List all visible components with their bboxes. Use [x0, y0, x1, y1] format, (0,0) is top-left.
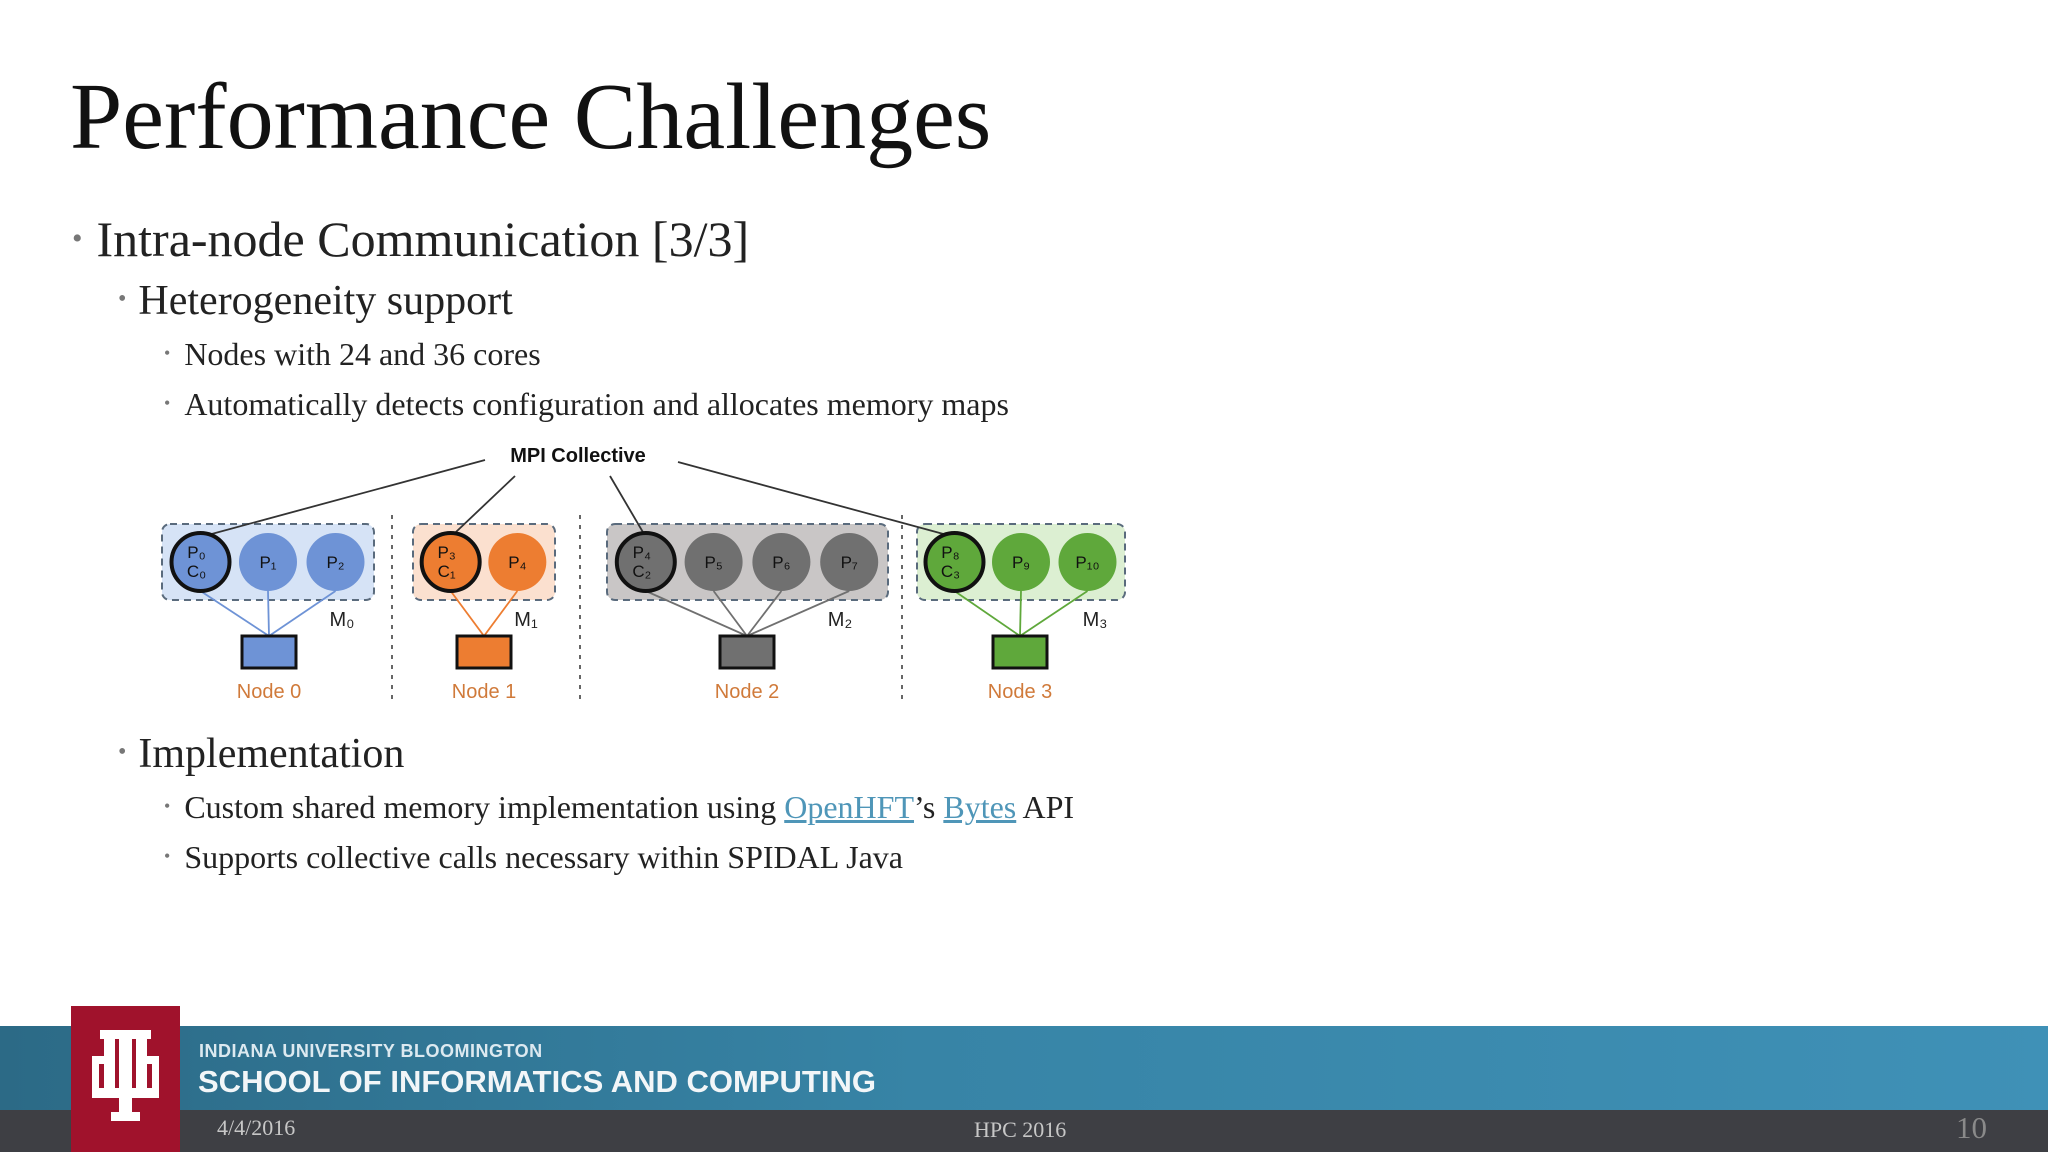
process-label: P₁₀ — [1075, 553, 1099, 572]
bullet-dot: • — [118, 739, 127, 765]
process-node-link — [1019, 590, 1022, 637]
node-box — [240, 634, 298, 670]
process-node-link — [449, 590, 485, 637]
bullet-dot: • — [118, 286, 127, 312]
process-node-link — [746, 590, 850, 637]
process-label: P₂ — [327, 553, 345, 572]
bullet-text-suffix: API — [1016, 789, 1075, 825]
memory-label: M₃ — [1083, 609, 1108, 631]
process-circle — [239, 533, 297, 591]
footer-conference: HPC 2016 — [974, 1117, 1067, 1142]
process-circle — [488, 533, 547, 591]
process-node-link — [1019, 590, 1088, 637]
memory-label: M₂ — [828, 609, 852, 631]
collective-line — [677, 461, 955, 538]
openhft-link[interactable]: OpenHFT — [784, 789, 914, 825]
core-label: C₃ — [941, 562, 960, 581]
bullet-text: Intra-node Communication [3/3] — [96, 211, 750, 267]
bullet-dot: • — [164, 343, 171, 363]
collective-line — [450, 475, 516, 538]
process-label: P₆ — [772, 553, 790, 572]
bullet-text: Heterogeneity support — [138, 278, 513, 324]
process-node-link — [746, 590, 783, 637]
collective-line — [200, 459, 486, 538]
node-box — [718, 634, 776, 670]
process-circle — [306, 533, 365, 591]
process-node-link — [200, 590, 270, 637]
bullet-text: Automatically detects configuration and … — [184, 386, 1009, 422]
process-label: P₈ — [941, 543, 959, 562]
process-node-link — [268, 590, 337, 637]
iu-logo — [71, 1006, 180, 1152]
node-label: Node 3 — [988, 681, 1053, 703]
bullet-nodes-cores: • Nodes with 24 and 36 cores — [164, 336, 541, 373]
process-circle — [752, 533, 811, 591]
process-node-link — [483, 590, 519, 637]
footer-bar — [0, 1110, 2048, 1152]
bullet-dot: • — [164, 796, 171, 816]
bullet-collective-calls: • Supports collective calls necessary wit… — [164, 839, 903, 876]
bullet-text: Supports collective calls necessary with… — [184, 839, 903, 875]
process-circle — [684, 533, 743, 591]
footer-banner — [0, 1026, 2048, 1110]
university-name: INDIANA UNIVERSITY BLOOMINGTON — [199, 1041, 543, 1061]
school-name: SCHOOL OF INFORMATICS AND COMPUTING — [198, 1064, 876, 1099]
process-circle — [923, 531, 986, 593]
process-circle — [992, 533, 1050, 591]
process-circle — [169, 531, 232, 593]
bullet-auto-detect: • Automatically detects configuration and… — [164, 386, 1009, 423]
process-node-link — [953, 590, 1021, 637]
slide-title: Performance Challenges — [70, 65, 992, 169]
process-node-link — [712, 590, 748, 637]
process-label: P₅ — [705, 553, 723, 572]
node-box — [455, 634, 513, 670]
node-label: Node 2 — [715, 681, 780, 703]
process-node-link — [267, 590, 270, 637]
iu-trident-icon — [92, 1030, 159, 1121]
bullet-dot: • — [164, 393, 171, 413]
memory-label: M₀ — [330, 609, 355, 631]
bullet-custom-shared-memory: • Custom shared memory implementation usi… — [164, 789, 1074, 826]
process-circle — [614, 531, 677, 593]
page-number: 10 — [1956, 1110, 1987, 1145]
footer-date: 4/4/2016 — [217, 1115, 296, 1140]
bullet-dot: • — [72, 222, 83, 255]
bullet-implementation: • Implementation — [118, 730, 404, 778]
bullet-text: Implementation — [138, 731, 405, 777]
process-circle — [1058, 533, 1117, 591]
node-label: Node 1 — [452, 681, 517, 703]
process-node-link — [645, 590, 748, 637]
bullet-text-prefix: Custom shared memory implementation usin… — [184, 789, 785, 825]
node-label: Node 0 — [237, 681, 302, 703]
process-circle — [820, 533, 879, 591]
bytes-link[interactable]: Bytes — [943, 789, 1017, 825]
core-label: C₀ — [187, 562, 206, 581]
bullet-dot: • — [164, 846, 171, 866]
bullet-intra-node: • Intra-node Communication [3/3] — [72, 210, 749, 268]
core-label: C₁ — [438, 562, 456, 581]
mpi-collective-label: MPI Collective — [510, 445, 646, 467]
memory-region — [606, 523, 889, 601]
process-label: P₇ — [841, 553, 858, 572]
bullet-heterogeneity: • Heterogeneity support — [118, 277, 513, 325]
memory-label: M₁ — [514, 609, 538, 631]
process-label: P₀ — [187, 543, 205, 562]
core-label: C₂ — [632, 562, 651, 581]
process-label: P₄ — [508, 553, 526, 572]
node-box — [991, 634, 1049, 670]
process-circle — [419, 531, 482, 593]
process-label: P₄ — [633, 543, 651, 562]
bullet-text-mid: ’s — [914, 789, 944, 825]
collective-line — [609, 475, 647, 538]
process-label: P₁ — [259, 553, 276, 572]
process-label: P₃ — [438, 543, 456, 562]
process-label: P₉ — [1012, 553, 1030, 572]
bullet-text: Nodes with 24 and 36 cores — [184, 336, 541, 372]
